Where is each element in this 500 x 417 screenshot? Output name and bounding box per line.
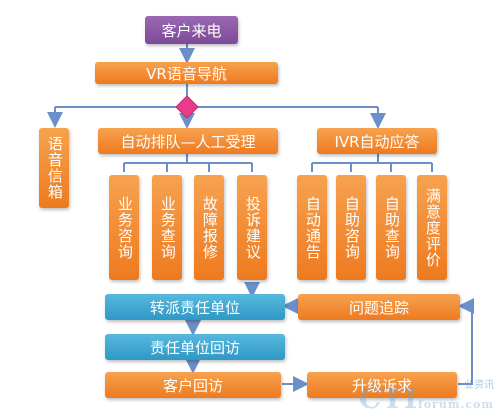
- node-voicemail: 语音信箱: [39, 128, 69, 208]
- node-vr-navigation: VR语音导航: [95, 62, 278, 84]
- node-incoming-call: 客户来电: [145, 16, 238, 44]
- node-customer-callback: 客户回访: [105, 372, 281, 398]
- node-satisfaction: 满意度评价: [417, 175, 447, 280]
- watermark-tag: 业资讯: [464, 380, 494, 391]
- node-queue-manual: 自动排队—人工受理: [98, 128, 278, 154]
- decision-diamond: [175, 95, 199, 119]
- node-self-query: 自助查询: [376, 175, 406, 280]
- watermark-site: forum.com: [417, 398, 494, 411]
- node-transfer-unit: 转派责任单位: [105, 294, 285, 320]
- node-auto-notice: 自动通告: [297, 175, 327, 280]
- node-self-consult: 自助咨询: [336, 175, 366, 280]
- node-complaint-suggestion: 投诉建议: [237, 175, 267, 280]
- node-business-query: 业务查询: [152, 175, 182, 280]
- node-unit-callback: 责任单位回访: [105, 334, 285, 360]
- node-issue-tracking: 问题追踪: [298, 294, 460, 320]
- node-fault-report: 故障报修: [194, 175, 224, 280]
- node-escalate-complaint: 升级诉求: [307, 372, 457, 398]
- watermark-logo: CTIforum.com: [359, 382, 494, 415]
- node-business-consult: 业务咨询: [109, 175, 139, 280]
- node-ivr-auto: IVR自动应答: [317, 128, 437, 154]
- watermark-logo-text: CTI: [358, 382, 418, 415]
